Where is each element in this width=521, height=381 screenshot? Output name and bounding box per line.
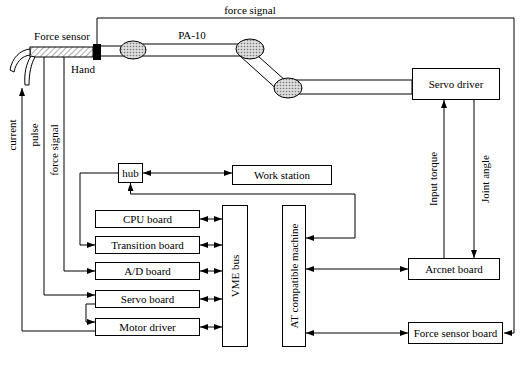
box-label: Transition board — [111, 239, 184, 251]
signal-name: Joint angle — [479, 154, 491, 204]
box-label: Arcnet board — [425, 263, 483, 275]
connector — [200, 219, 222, 220]
joint — [236, 39, 264, 59]
box-label: A/D board — [124, 265, 171, 277]
part-name: PA-10 — [177, 29, 207, 41]
connector — [80, 173, 118, 245]
part-name: Hand — [70, 63, 96, 75]
box-label: Motor driver — [119, 321, 176, 333]
connector — [306, 269, 408, 270]
computer-box: AT compatible machine — [282, 205, 306, 347]
signal-name: force signal — [223, 4, 277, 16]
box-label: Force sensor board — [414, 327, 498, 339]
signal-name: Input torque — [427, 151, 439, 207]
board-box: Force sensor board — [408, 322, 503, 344]
part-name: Force sensor — [33, 30, 91, 42]
joint — [274, 78, 302, 98]
signal-name: pulse — [28, 122, 40, 147]
hand-finger — [25, 56, 35, 85]
box-label: Servo driver — [429, 78, 484, 90]
force-sensor-block — [93, 44, 101, 60]
box-label: VME bus — [229, 255, 241, 297]
box-label: Servo board — [121, 293, 174, 305]
box-label: hub — [122, 167, 139, 179]
connector — [444, 100, 445, 258]
hand-shaft — [30, 47, 93, 57]
connector — [200, 327, 222, 328]
connector — [200, 299, 222, 300]
connector — [306, 333, 408, 334]
box-label: AT compatible machine — [288, 224, 300, 329]
board-box: Servo board — [95, 290, 200, 308]
connector — [86, 304, 95, 322]
connector — [200, 245, 222, 246]
signal-name: force signal — [48, 123, 60, 177]
board-box: Motor driver — [95, 318, 200, 336]
board-box: CPU board — [95, 210, 200, 228]
driver-box: Servo driver — [412, 68, 500, 100]
box-label: CPU board — [123, 213, 172, 225]
board-box: A/D board — [95, 262, 200, 280]
connector — [474, 100, 475, 258]
signal-name: current — [6, 118, 18, 151]
hub-box: hub — [118, 163, 143, 183]
joint — [120, 41, 146, 59]
arm-base — [288, 80, 412, 94]
connector — [200, 271, 222, 272]
workstation-box: Work station — [232, 165, 332, 185]
signal-wire — [44, 57, 95, 295]
connector — [143, 173, 232, 174]
board-box: Arcnet board — [408, 258, 500, 280]
board-box: Transition board — [95, 236, 200, 254]
box-label: Work station — [254, 169, 310, 181]
bus-box: VME bus — [222, 205, 248, 347]
arm-link — [133, 44, 250, 56]
